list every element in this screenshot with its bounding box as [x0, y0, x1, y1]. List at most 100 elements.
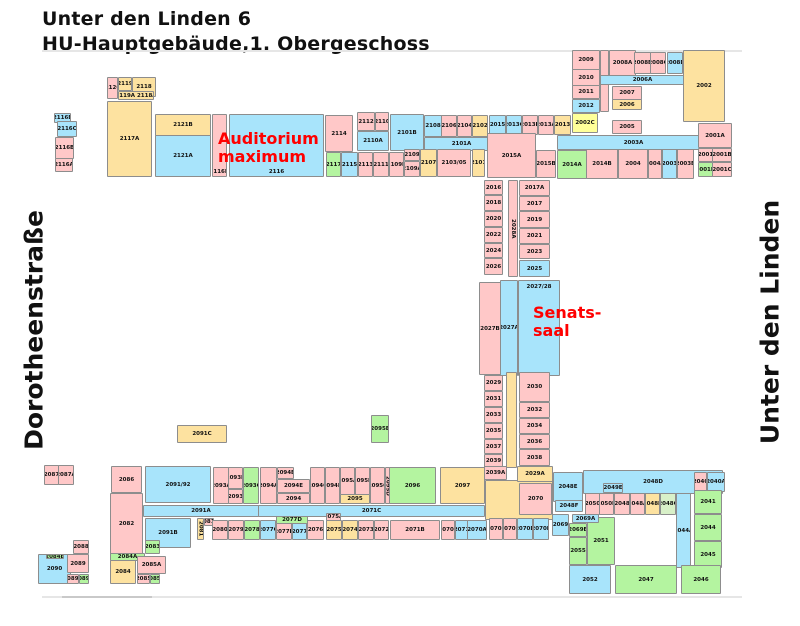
room-2090[interactable]: 2090	[38, 554, 71, 584]
room-2121a[interactable]: 2121A	[155, 135, 211, 177]
room-2048a[interactable]: 2048A	[630, 493, 645, 515]
room-2070e[interactable]: 2070E	[533, 518, 549, 540]
room-2029[interactable]: 2029	[484, 375, 503, 391]
room-2005[interactable]: 2005	[612, 120, 642, 134]
room-2117a[interactable]: 2117A	[107, 101, 152, 177]
room-2070b[interactable]: 2070B	[489, 518, 503, 540]
room-2082[interactable]: 2082	[110, 493, 143, 555]
room-2037[interactable]: 2037	[484, 439, 503, 454]
room-2040a[interactable]: 2040A	[707, 472, 725, 492]
room-2004a[interactable]: 2004A	[648, 149, 662, 179]
room-2026[interactable]: 2026	[484, 258, 503, 275]
room-2095e[interactable]: 2095E	[371, 415, 389, 443]
room-2048e[interactable]: 2048E	[553, 472, 583, 502]
room-2006[interactable]: 2006	[612, 99, 642, 110]
room-2069b[interactable]: 2069B	[569, 523, 587, 537]
room-2102[interactable]: 2102	[472, 115, 488, 137]
room-2004[interactable]: 2004	[618, 149, 648, 179]
room-2097[interactable]: 2097	[440, 467, 485, 504]
room-2013a[interactable]: 2013A	[538, 115, 554, 135]
room-2078[interactable]: 2078	[244, 520, 260, 540]
room-2073[interactable]: 2073	[358, 520, 374, 540]
room-2024[interactable]: 2024	[484, 243, 503, 258]
room-2025[interactable]: 2025	[519, 260, 550, 277]
room-2116d[interactable]: 2116D	[212, 114, 227, 177]
room-2072[interactable]: 2072	[374, 520, 389, 540]
room-2022[interactable]: 2022	[484, 227, 503, 243]
room-2017[interactable]: 2017	[519, 196, 550, 211]
room-2047[interactable]: 2047	[615, 565, 677, 594]
room-2030[interactable]: 2030	[519, 372, 550, 402]
room-2027b[interactable]: 2027B	[479, 282, 501, 375]
room-2114[interactable]: 2114	[325, 115, 353, 152]
room-2087[interactable]: 2087	[44, 465, 59, 485]
room-2070[interactable]: 2070	[519, 483, 552, 515]
room-2033[interactable]: 2033	[484, 407, 503, 423]
room-2070c[interactable]: 2070C	[503, 518, 517, 540]
room-2094a[interactable]: 2094A	[260, 467, 277, 504]
room-2018[interactable]: 2018	[484, 195, 503, 211]
room-2074[interactable]: 2074	[342, 520, 358, 540]
room-2077b[interactable]: 2077B	[276, 523, 292, 540]
room-2083[interactable]: 2083	[145, 540, 160, 554]
room-2094e[interactable]: 2094E	[277, 479, 310, 493]
room-2116a[interactable]: 2116A	[55, 158, 73, 172]
room-2081[interactable]: 2081	[197, 518, 204, 540]
room-2077d[interactable]: 2077D	[276, 516, 308, 524]
room-2013c[interactable]: 2013C	[506, 115, 522, 135]
room-2029a[interactable]: 2029A	[517, 466, 553, 482]
room-2115[interactable]: 2115	[341, 152, 358, 177]
room-2110[interactable]: 2110	[375, 112, 389, 131]
room-2015b[interactable]: 2015B	[536, 150, 556, 178]
room-2071b[interactable]: 2071B	[390, 520, 440, 540]
room-2069[interactable]: 2069	[552, 514, 569, 536]
room-2038[interactable]: 2038	[519, 449, 550, 466]
room-2093c[interactable]: 2093C	[243, 467, 259, 504]
room-2048[interactable]: 2048	[614, 493, 630, 515]
room-2012[interactable]: 2012	[572, 99, 600, 113]
room-2084[interactable]: 2084	[110, 560, 136, 584]
room-2111[interactable]: 2111	[373, 152, 389, 177]
room-2002c[interactable]: 2002C	[572, 113, 598, 133]
room-2085a[interactable]: 2085A	[137, 556, 166, 574]
room-2070d[interactable]: 2070D	[517, 518, 533, 540]
room-2119[interactable]: 2119	[118, 77, 132, 91]
room-2089a[interactable]: 2089A	[67, 574, 79, 584]
room-2095c[interactable]: 2095C	[370, 467, 385, 504]
room-2121b[interactable]: 2121B	[155, 114, 211, 136]
room-2117[interactable]: 2117	[326, 152, 341, 177]
room-2071c[interactable]: 2071C	[258, 505, 485, 517]
room-2015a[interactable]: 2015A	[487, 133, 536, 178]
room-2010[interactable]: 2010	[572, 69, 600, 86]
room-2050b[interactable]: 2050B	[599, 493, 614, 515]
room-2109b[interactable]: 2109B	[389, 152, 404, 177]
room-2051[interactable]: 2051	[587, 517, 615, 565]
room-2001b[interactable]: 2001B	[712, 148, 732, 162]
room-2055[interactable]: 2055	[569, 537, 587, 565]
room-2001[interactable]: 2001	[698, 148, 713, 162]
room-2003[interactable]: 2003	[662, 149, 677, 179]
room-2048c[interactable]: 2048C	[660, 493, 676, 515]
room-2104[interactable]: 2104	[457, 115, 472, 137]
room-2094c[interactable]: 2094C	[310, 467, 325, 504]
room-2076[interactable]: 2076	[307, 520, 324, 540]
room-2077c[interactable]: 2077C	[260, 520, 276, 540]
room-2094b[interactable]: 2094B	[277, 467, 294, 479]
room-2049e[interactable]: 2049E	[603, 483, 623, 493]
room-2085[interactable]: 2085	[137, 574, 150, 584]
room-2023[interactable]: 2023	[519, 244, 550, 259]
room-2013[interactable]: 2013	[554, 115, 571, 135]
room-2095[interactable]: 2095	[340, 494, 370, 504]
room-2089b[interactable]: 2089B	[79, 574, 89, 584]
room-2040[interactable]: 2040	[694, 472, 707, 492]
room-2112[interactable]: 2112	[357, 112, 375, 131]
room-2103-05[interactable]: 2103/05	[437, 149, 471, 177]
room-2093a[interactable]: 2093A	[213, 467, 229, 504]
room-2001a[interactable]: 2001A	[698, 123, 732, 148]
room-2001d[interactable]: 2001D	[698, 162, 713, 177]
room-2008c[interactable]: 2008C	[650, 52, 666, 74]
room-2008a[interactable]: 2008A	[609, 50, 636, 76]
room-2046[interactable]: 2046	[681, 565, 721, 594]
room-2116c[interactable]: 2116C	[57, 121, 77, 137]
